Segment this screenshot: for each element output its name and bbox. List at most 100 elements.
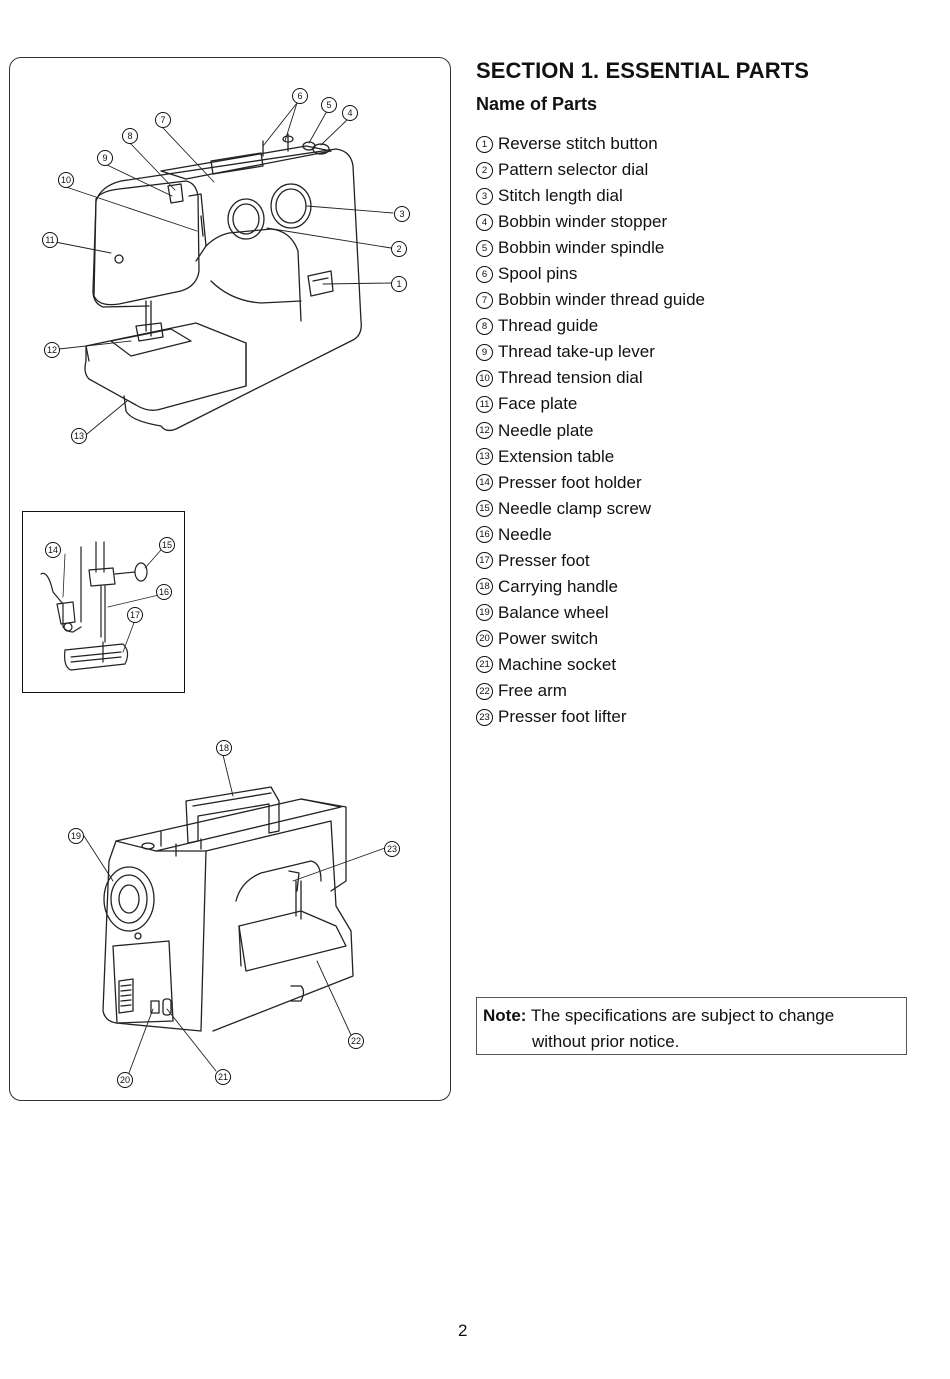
part-number: 5 [476, 239, 493, 257]
callout-1: 1 [391, 276, 407, 292]
list-item: 18 Carrying handle [476, 574, 705, 600]
part-number: 3 [476, 187, 493, 205]
part-label: Needle clamp screw [498, 498, 652, 518]
callout-17: 17 [127, 607, 143, 623]
list-item: 15 Needle clamp screw [476, 496, 705, 522]
part-label: Machine socket [498, 654, 617, 674]
presser-foot-detail: 14 15 16 17 [22, 511, 185, 693]
part-number: 17 [476, 552, 493, 570]
callout-5: 5 [321, 97, 337, 113]
list-item: 19 Balance wheel [476, 600, 705, 626]
part-number: 22 [476, 682, 493, 700]
part-number: 16 [476, 526, 493, 544]
part-label: Bobbin winder stopper [498, 212, 668, 232]
parts-list: 1 Reverse stitch button 2 Pattern selector… [476, 131, 705, 730]
sewing-machine-illustration [49, 102, 394, 1074]
callout-6: 6 [292, 88, 308, 104]
part-label: Free arm [498, 681, 567, 700]
callout-22: 22 [348, 1033, 364, 1049]
part-number: 18 [476, 578, 493, 596]
part-number: 4 [476, 213, 493, 231]
page-number: 2 [458, 1321, 468, 1340]
list-item: 22 Free arm [476, 678, 705, 704]
part-number: 20 [476, 630, 493, 648]
list-item: 10 Thread tension dial [476, 365, 705, 391]
callout-10: 10 [58, 172, 74, 188]
callout-2: 2 [391, 241, 407, 257]
part-label: Power switch [498, 628, 599, 648]
part-label: Bobbin winder spindle [498, 238, 665, 258]
callout-19: 19 [68, 828, 84, 844]
note-box: Note: The specifications are subject to … [476, 997, 907, 1055]
callout-21: 21 [215, 1069, 231, 1085]
part-label: Thread tension dial [498, 368, 643, 388]
part-number: 1 [476, 135, 493, 153]
part-label: Extension table [498, 446, 615, 466]
callout-11: 11 [42, 232, 58, 248]
part-number: 6 [476, 265, 493, 283]
list-item: 2 Pattern selector dial [476, 157, 705, 183]
subtitle: Name of Parts [476, 94, 598, 114]
part-number: 13 [476, 448, 493, 466]
part-label: Reverse stitch button [498, 134, 658, 154]
part-number: 9 [476, 343, 493, 361]
part-label: Thread take-up lever [498, 342, 655, 362]
list-item: 23 Presser foot lifter [476, 704, 705, 730]
list-item: 12 Needle plate [476, 418, 705, 444]
part-label: Presser foot [498, 550, 590, 570]
callout-18: 18 [216, 740, 232, 756]
part-label: Presser foot lifter [498, 707, 627, 727]
presser-foot-illustration [40, 541, 164, 671]
part-label: Needle plate [498, 420, 594, 440]
list-item: 5 Bobbin winder spindle [476, 235, 705, 261]
part-label: Spool pins [498, 264, 578, 284]
rear-view-machine [102, 786, 354, 1032]
list-item: 9 Thread take-up lever [476, 339, 705, 365]
part-label: Thread guide [498, 316, 599, 336]
note-text-1: The specifications are subject to change [530, 1006, 835, 1025]
part-number: 14 [476, 474, 493, 492]
part-label: Carrying handle [498, 576, 619, 596]
part-number: 23 [476, 708, 493, 726]
callout-12: 12 [44, 342, 60, 358]
list-item: 7 Bobbin winder thread guide [476, 287, 705, 313]
callout-16: 16 [156, 584, 172, 600]
callout-20: 20 [117, 1072, 133, 1088]
callout-23: 23 [384, 841, 400, 857]
list-item: 20 Power switch [476, 626, 705, 652]
part-number: 8 [476, 317, 493, 335]
part-number: 7 [476, 291, 493, 309]
list-item: 6 Spool pins [476, 261, 705, 287]
part-label: Balance wheel [498, 602, 609, 622]
list-item: 21 Machine socket [476, 652, 705, 678]
part-number: 11 [476, 395, 493, 413]
section-title: SECTION 1. ESSENTIAL PARTS [476, 58, 810, 83]
list-item: 17 Presser foot [476, 548, 705, 574]
note-line-1: Note: The specifications are subject to … [483, 1003, 900, 1029]
list-item: 8 Thread guide [476, 313, 705, 339]
part-number: 12 [476, 422, 493, 440]
list-item: 13 Extension table [476, 444, 705, 470]
callout-4: 4 [342, 105, 358, 121]
callout-9: 9 [97, 150, 113, 166]
list-item: 4 Bobbin winder stopper [476, 209, 705, 235]
part-label: Bobbin winder thread guide [498, 290, 705, 310]
callout-13: 13 [71, 428, 87, 444]
part-label: Presser foot holder [498, 472, 642, 492]
list-item: 1 Reverse stitch button [476, 131, 705, 157]
note-label: Note: [483, 1006, 527, 1025]
part-number: 2 [476, 161, 493, 179]
leader-lines [49, 102, 394, 1074]
part-number: 15 [476, 500, 493, 518]
part-number: 19 [476, 604, 493, 622]
callout-14: 14 [45, 542, 61, 558]
part-number: 10 [476, 369, 493, 387]
part-label: Pattern selector dial [498, 160, 649, 180]
note-text-2: without prior notice. [532, 1032, 680, 1051]
callout-15: 15 [159, 537, 175, 553]
list-item: 14 Presser foot holder [476, 470, 705, 496]
part-number: 21 [476, 656, 493, 674]
